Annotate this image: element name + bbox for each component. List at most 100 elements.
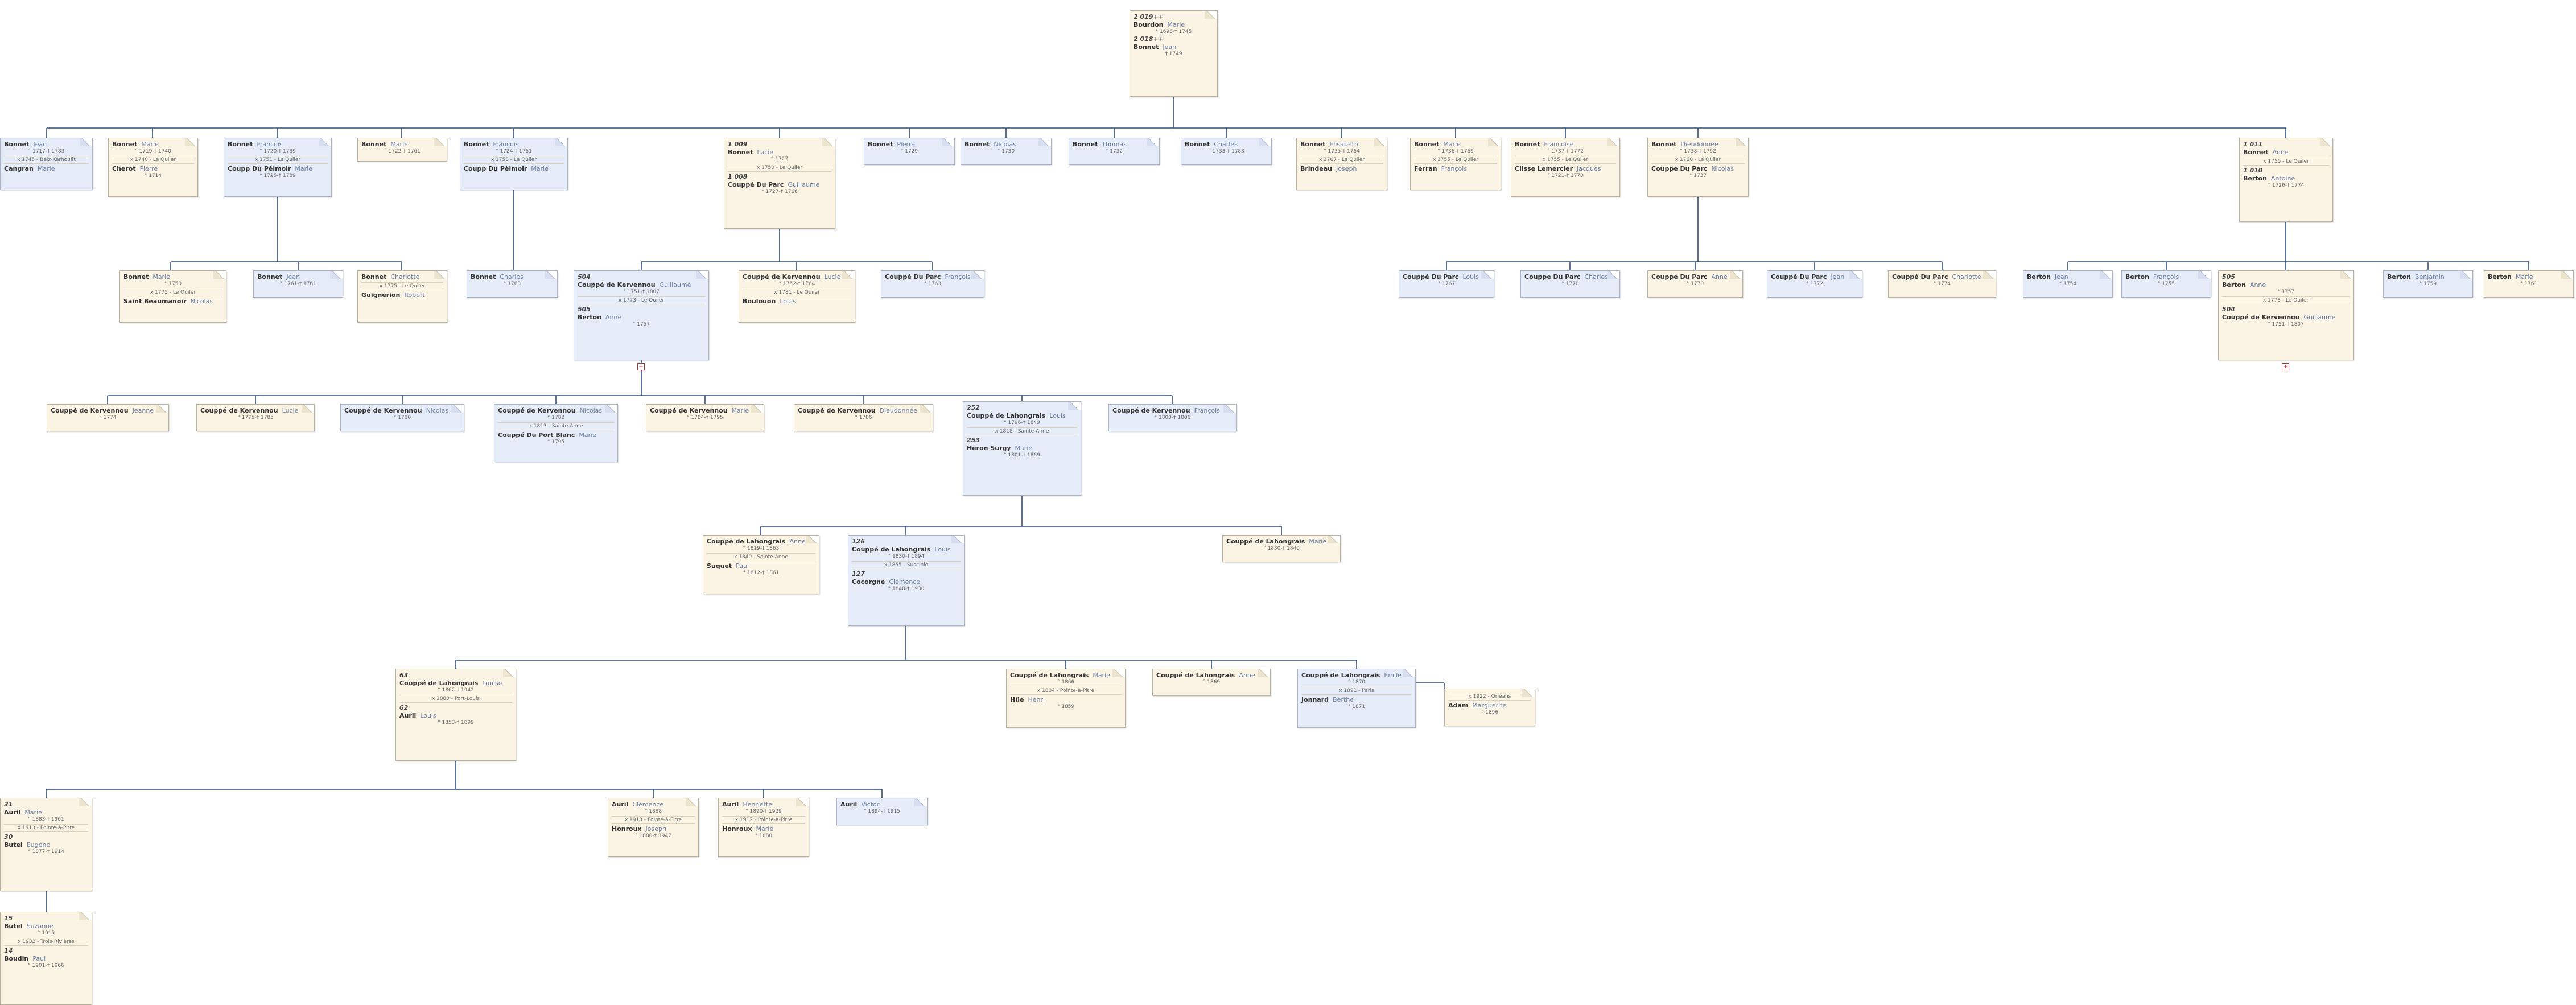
person-name[interactable]: Couppé de Lahongrais Marie <box>1010 672 1122 679</box>
person-name[interactable]: Auril Louis <box>399 712 512 720</box>
person-name[interactable]: Couppé Du Parc Jean <box>1771 273 1858 281</box>
person-name[interactable]: Saint Beaumanoir Nicolas <box>123 298 222 306</box>
person-name[interactable]: Couppé Du Parc Charlotte <box>1892 273 1992 281</box>
person-card[interactable]: Auril Victor° 1894-† 1915 <box>836 798 928 825</box>
person-name[interactable]: Bonnet Jean <box>4 141 89 149</box>
person-name[interactable]: Couppé de Kervennou Dieudonnée <box>798 407 929 415</box>
person-card[interactable]: Berton Benjamin° 1759 <box>2383 270 2473 298</box>
person-name[interactable]: Berton Jean <box>2027 273 2109 281</box>
person-name[interactable]: Cangran Marie <box>4 165 89 173</box>
person-name[interactable]: Auril Henriette <box>722 801 805 809</box>
person-name[interactable]: Adam Marguerite <box>1448 702 1531 710</box>
person-name[interactable]: Couppé de Kervennou Lucie <box>743 273 851 281</box>
person-name[interactable]: Honroux Joseph <box>612 825 695 833</box>
person-card[interactable]: Bonnet Charles° 1763 <box>467 270 558 298</box>
person-name[interactable]: Berton Anne <box>578 314 705 322</box>
person-card[interactable]: Bonnet Charles° 1733-† 1783 <box>1181 138 1272 165</box>
person-name[interactable]: Bonnet Marie <box>123 273 222 281</box>
person-name[interactable]: Couppé de Lahongrais Émile <box>1301 672 1412 679</box>
person-name[interactable]: Ferran François <box>1414 165 1497 173</box>
person-name[interactable]: Couppé Du Parc Anne <box>1651 273 1739 281</box>
person-name[interactable]: Berton Antoine <box>2243 175 2329 183</box>
person-name[interactable]: Cherot Pierre <box>112 165 194 173</box>
person-name[interactable]: Couppé de Kervennou Lucie <box>200 407 311 415</box>
person-name[interactable]: Coupp Du Pèlmoir Marie <box>228 165 328 173</box>
person-name[interactable]: Couppé Du Parc Louis <box>1403 273 1490 281</box>
person-name[interactable]: Couppé Du Parc François <box>885 273 980 281</box>
person-name[interactable]: Berton François <box>2125 273 2207 281</box>
person-name[interactable]: Berton Benjamin <box>2387 273 2469 281</box>
person-name[interactable]: Hüe Henri <box>1010 696 1122 704</box>
person-name[interactable]: Bonnet Dieudonnée <box>1651 141 1745 149</box>
person-name[interactable]: Cocorgne Clémence <box>852 578 961 586</box>
person-name[interactable]: Bonnet Elisabeth <box>1300 141 1383 149</box>
person-name[interactable]: Couppé Du Parc Guillaume <box>728 181 831 189</box>
person-name[interactable]: Suquet Paul <box>707 562 815 570</box>
person-card[interactable]: Couppé de Kervennou Marie° 1784-† 1795 <box>646 404 764 431</box>
person-card[interactable]: Couppé Du Parc Charles° 1770 <box>1520 270 1620 298</box>
person-name[interactable]: Couppé Du Parc Nicolas <box>1651 165 1745 173</box>
person-name[interactable]: Bonnet Charles <box>471 273 554 281</box>
person-name[interactable]: Butel Suzanne <box>4 922 88 930</box>
person-card[interactable]: Couppé de Kervennou Dieudonnée° 1786 <box>794 404 933 431</box>
person-name[interactable]: Bonnet Thomas <box>1073 141 1156 149</box>
person-name[interactable]: Couppé de Lahongrais Anne <box>707 538 815 546</box>
person-card[interactable]: Couppé de Lahongrais Anne° 1869 <box>1152 669 1271 696</box>
person-name[interactable]: Couppé de Kervennou Nicolas <box>498 407 614 415</box>
person-card[interactable]: Berton Marie° 1761 <box>2484 270 2574 298</box>
person-name[interactable]: Heron Surgy Marie <box>967 444 1077 452</box>
person-name[interactable]: Guignerion Robert <box>361 291 443 299</box>
person-name[interactable]: Bonnet Nicolas <box>965 141 1048 149</box>
person-name[interactable]: Couppé de Kervennou François <box>1112 407 1233 415</box>
person-name[interactable]: Bonnet François <box>464 141 564 149</box>
person-name[interactable]: Bonnet Charlotte <box>361 273 443 281</box>
person-card[interactable]: Bonnet Jean° 1761-† 1761 <box>253 270 343 298</box>
person-card[interactable]: Couppé Du Parc Louis° 1767 <box>1399 270 1494 298</box>
person-card[interactable]: Couppé Du Parc Jean° 1772 <box>1767 270 1862 298</box>
person-name[interactable]: Couppé de Lahongrais Marie <box>1226 538 1337 546</box>
person-name[interactable]: Couppé Du Parc Charles <box>1524 273 1616 281</box>
expand-branch-icon[interactable]: + <box>2282 363 2289 370</box>
person-card[interactable]: Bonnet Thomas° 1732 <box>1069 138 1160 165</box>
person-name[interactable]: Berton Anne <box>2222 281 2350 289</box>
person-card[interactable]: Bonnet Marie° 1722-† 1761 <box>357 138 447 162</box>
person-name[interactable]: Bonnet Jean <box>1134 43 1214 51</box>
person-card[interactable]: Couppé de Lahongrais Marie° 1830-† 1840 <box>1222 535 1341 562</box>
person-name[interactable]: Bonnet Pierre <box>868 141 951 149</box>
person-name[interactable]: Auril Victor <box>840 801 924 809</box>
person-card[interactable]: Couppé de Kervennou Nicolas° 1780 <box>340 404 464 431</box>
person-card[interactable]: Couppé de Kervennou Lucie° 1775-† 1785 <box>196 404 315 431</box>
person-card[interactable]: Couppé de Kervennou François° 1800-† 180… <box>1108 404 1237 431</box>
person-name[interactable]: Couppé Du Port Blanc Marie <box>498 431 614 439</box>
person-name[interactable]: Bonnet Charles <box>1185 141 1268 149</box>
person-name[interactable]: Couppé de Lahongrais Louis <box>967 412 1077 420</box>
person-name[interactable]: Butel Eugène <box>4 841 88 849</box>
person-name[interactable]: Berton Marie <box>2488 273 2570 281</box>
person-name[interactable]: Bonnet Lucie <box>728 149 831 156</box>
person-name[interactable]: Jonnard Berthe <box>1301 696 1412 704</box>
person-card[interactable]: Berton Jean° 1754 <box>2023 270 2113 298</box>
person-name[interactable]: Couppé de Lahongrais Anne <box>1156 672 1267 679</box>
